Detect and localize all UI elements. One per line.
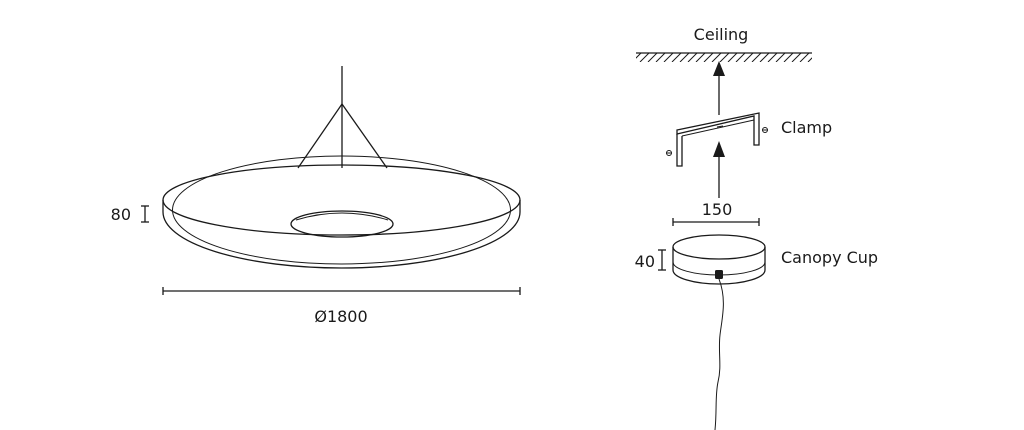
canopy-cup: Canopy Cup	[672, 234, 878, 285]
canopy-label: Canopy Cup	[781, 248, 878, 267]
clamp: Clamp	[666, 112, 832, 167]
clamp-label: Clamp	[781, 118, 832, 137]
luminaire-disc	[162, 155, 521, 269]
clamp-width-label: 150	[702, 200, 733, 219]
height-dimension: 80	[111, 205, 149, 224]
clamp-width-dimension: 150	[672, 200, 760, 226]
clamp-screw-left	[666, 150, 672, 156]
diameter-dimension: Ø1800	[162, 287, 521, 326]
canopy-height-dimension: 40	[635, 249, 666, 271]
height-label: 80	[111, 205, 131, 224]
ceiling: Ceiling	[636, 25, 812, 62]
canopy-height-label: 40	[635, 252, 655, 271]
power-cable	[714, 278, 724, 430]
diameter-label: Ø1800	[314, 307, 367, 326]
cable-gland	[715, 270, 723, 279]
pendant-luminaire: 80 Ø1800	[111, 66, 521, 326]
mounting-components: Ceiling Clamp	[635, 25, 878, 430]
ceiling-hatch	[636, 52, 812, 62]
arrow-to-clamp	[713, 141, 725, 198]
ceiling-label: Ceiling	[694, 25, 749, 44]
clamp-screw-right	[762, 127, 768, 133]
arrow-to-ceiling	[713, 61, 725, 115]
suspension-cables	[297, 66, 388, 169]
